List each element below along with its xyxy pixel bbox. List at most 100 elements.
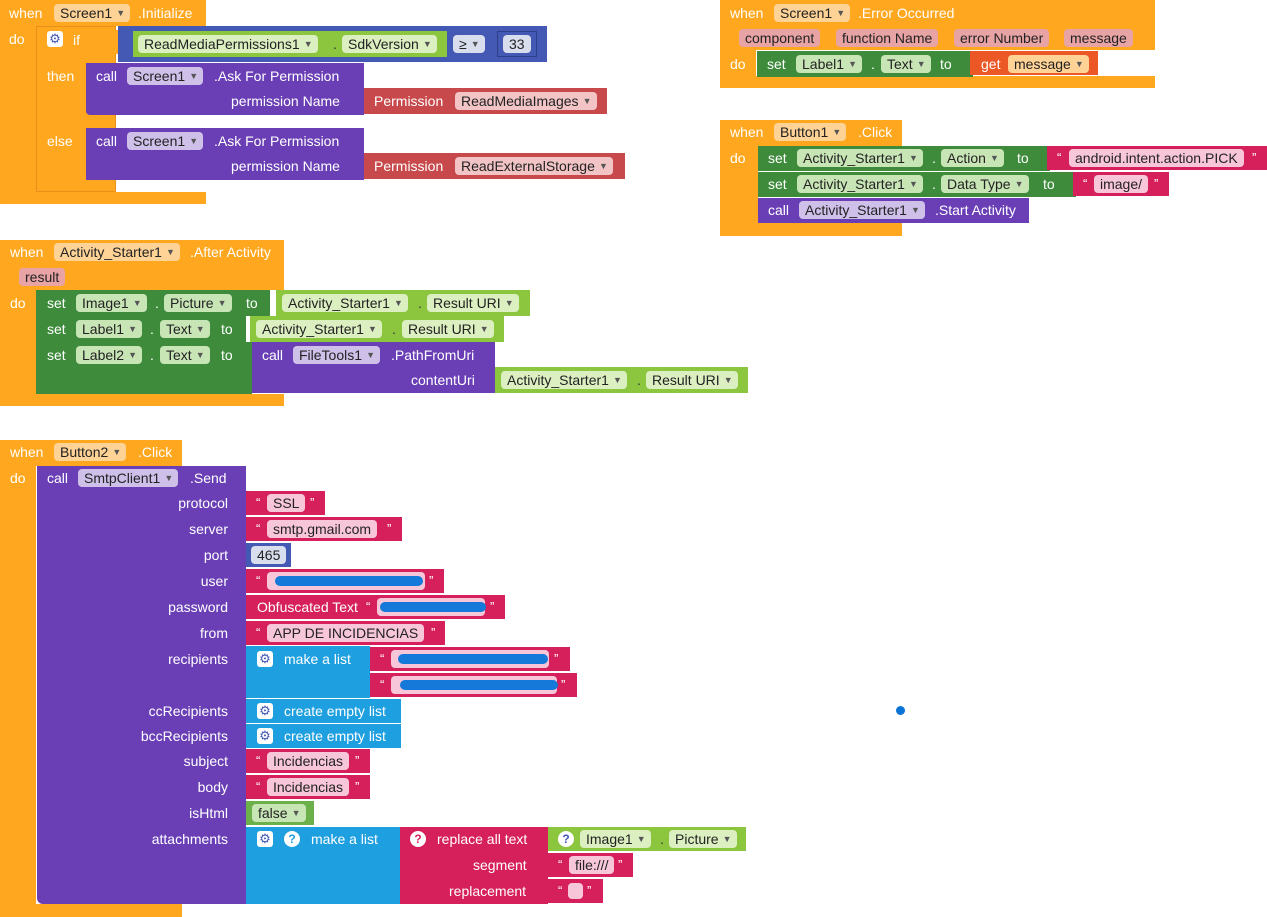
- property-dropdown[interactable]: Text▼: [160, 320, 210, 338]
- component-dropdown[interactable]: Button1▼: [774, 123, 847, 141]
- setter-block[interactable]: [36, 342, 252, 394]
- component-dropdown[interactable]: Screen1▼: [127, 67, 204, 85]
- segment-label: segment: [473, 857, 527, 873]
- replacement-field[interactable]: [568, 883, 583, 899]
- permission-dropdown[interactable]: ReadExternalStorage▼: [455, 157, 613, 175]
- make-list-label: make a list: [284, 651, 351, 667]
- property-dropdown[interactable]: Result URI▼: [427, 294, 519, 312]
- property-name: Text: [887, 56, 913, 72]
- boolean-value: false: [258, 805, 288, 821]
- method-name: .Start Activity: [935, 202, 1016, 218]
- gear-icon[interactable]: ⚙: [257, 651, 273, 667]
- permission-dropdown[interactable]: ReadMediaImages▼: [455, 92, 597, 110]
- create-empty-list-label: create empty list: [284, 728, 386, 744]
- component-dropdown[interactable]: Activity_Starter1▼: [282, 294, 408, 312]
- property-dropdown[interactable]: Action▼: [941, 149, 1004, 167]
- property-dropdown[interactable]: Picture▼: [164, 294, 232, 312]
- help-icon[interactable]: ?: [558, 831, 574, 847]
- variable-dropdown[interactable]: message▼: [1008, 55, 1089, 73]
- body-field[interactable]: Incidencias: [267, 778, 350, 796]
- get-keyword: get: [981, 56, 1001, 72]
- dot-separator: .: [637, 372, 641, 388]
- gear-icon[interactable]: ⚙: [257, 703, 273, 719]
- component-dropdown[interactable]: Screen1▼: [54, 4, 131, 22]
- segment-field[interactable]: file:///: [569, 856, 615, 874]
- set-keyword: set: [768, 150, 787, 166]
- component-dropdown[interactable]: Button2▼: [54, 443, 127, 461]
- param-message[interactable]: message: [1064, 29, 1133, 47]
- component-name: Label1: [82, 321, 125, 337]
- param-component[interactable]: component: [739, 29, 821, 47]
- redaction-scribble: [398, 654, 548, 664]
- param-label-port: port: [203, 547, 228, 563]
- property-dropdown[interactable]: SdkVersion▼: [342, 35, 437, 53]
- set-keyword: set: [47, 347, 66, 363]
- component-dropdown[interactable]: FileTools1▼: [293, 346, 381, 364]
- protocol-field[interactable]: SSL: [267, 494, 306, 512]
- text-field[interactable]: image/: [1094, 175, 1149, 193]
- component-dropdown[interactable]: Activity_Starter1▼: [501, 371, 627, 389]
- event-footer: [0, 394, 284, 406]
- property-dropdown[interactable]: Result URI▼: [646, 371, 738, 389]
- param-error-number[interactable]: error Number: [954, 29, 1050, 47]
- to-keyword: to: [1017, 150, 1029, 166]
- param-result[interactable]: result: [19, 268, 66, 286]
- component-dropdown[interactable]: Activity_Starter1▼: [799, 201, 925, 219]
- setter-block[interactable]: [36, 290, 270, 316]
- from-field[interactable]: APP DE INCIDENCIAS: [267, 624, 425, 642]
- property-dropdown[interactable]: Data Type▼: [941, 175, 1029, 193]
- dot-separator: .: [660, 831, 664, 847]
- close-quote-icon: ”: [355, 779, 360, 794]
- property-dropdown[interactable]: Text▼: [881, 55, 931, 73]
- component-dropdown[interactable]: Image1▼: [580, 830, 651, 848]
- subject-field[interactable]: Incidencias: [267, 752, 350, 770]
- component-name: FileTools1: [299, 347, 363, 363]
- boolean-dropdown[interactable]: false▼: [252, 804, 306, 822]
- open-quote-icon: “: [256, 521, 261, 536]
- property-dropdown[interactable]: Result URI▼: [402, 320, 494, 338]
- open-quote-icon: “: [366, 599, 371, 614]
- text-field[interactable]: android.intent.action.PICK: [1069, 149, 1244, 167]
- component-dropdown[interactable]: SmtpClient1▼: [78, 469, 179, 487]
- chevron-down-icon: ▼: [195, 324, 205, 334]
- do-keyword: do: [10, 295, 26, 311]
- component-dropdown[interactable]: Activity_Starter1▼: [256, 320, 382, 338]
- gear-icon[interactable]: ⚙: [47, 31, 63, 47]
- component-dropdown[interactable]: Image1▼: [76, 294, 147, 312]
- component-dropdown[interactable]: Activity_Starter1▼: [54, 243, 180, 261]
- property-name: Text: [166, 321, 192, 337]
- close-quote-icon: ”: [554, 651, 559, 666]
- open-quote-icon: “: [256, 625, 261, 640]
- property-dropdown[interactable]: Text▼: [160, 346, 210, 364]
- component-dropdown[interactable]: Screen1▼: [774, 4, 851, 22]
- component-name: Label1: [802, 56, 845, 72]
- component-dropdown[interactable]: Activity_Starter1▼: [797, 149, 923, 167]
- param-function-name[interactable]: function Name: [836, 29, 939, 47]
- gear-icon[interactable]: ⚙: [257, 728, 273, 744]
- number-field[interactable]: 33: [503, 35, 531, 53]
- component-name: Screen1: [133, 68, 186, 84]
- component-dropdown[interactable]: ReadMediaPermissions1▼: [138, 35, 318, 53]
- chevron-down-icon: ▼: [217, 298, 227, 308]
- property-dropdown[interactable]: Picture▼: [669, 830, 737, 848]
- component-dropdown[interactable]: Label1▼: [76, 320, 143, 338]
- server-field[interactable]: smtp.gmail.com: [267, 520, 378, 538]
- gear-icon[interactable]: ⚙: [257, 831, 273, 847]
- dot-separator: .: [932, 176, 936, 192]
- setter-block[interactable]: [757, 51, 973, 77]
- call-block-smtp-send[interactable]: [37, 466, 246, 904]
- chevron-down-icon: ▼: [132, 298, 142, 308]
- port-field[interactable]: 465: [251, 546, 287, 564]
- component-name: Activity_Starter1: [288, 295, 390, 311]
- event-name: .Click: [858, 124, 893, 140]
- component-dropdown[interactable]: Label2▼: [76, 346, 143, 364]
- help-icon[interactable]: ?: [410, 831, 426, 847]
- component-dropdown[interactable]: Label1▼: [796, 55, 863, 73]
- component-dropdown[interactable]: Activity_Starter1▼: [797, 175, 923, 193]
- component-name: Activity_Starter1: [803, 176, 905, 192]
- operator-dropdown[interactable]: ≥▼: [453, 35, 485, 53]
- property-name: Result URI: [408, 321, 476, 337]
- component-dropdown[interactable]: Screen1▼: [127, 132, 204, 150]
- to-keyword: to: [221, 347, 233, 363]
- help-icon[interactable]: ?: [284, 831, 300, 847]
